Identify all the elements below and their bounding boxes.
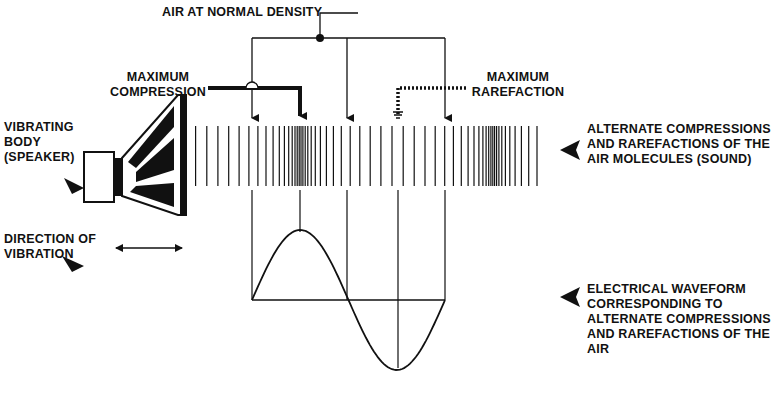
molecule-line	[299, 126, 300, 186]
sine-waveform	[252, 230, 445, 370]
compression-label: MAXIMUM COMPRESSION	[108, 70, 208, 100]
molecule-line	[482, 126, 483, 186]
molecule-line	[300, 126, 301, 186]
molecule-line	[496, 126, 497, 186]
molecule-line	[444, 126, 445, 186]
pointer-arrow	[64, 178, 84, 194]
waveform-label: ELECTRICAL WAVEFORM CORRESPONDING TO ALT…	[587, 282, 773, 357]
molecule-line	[380, 126, 381, 186]
molecule-line	[461, 126, 462, 186]
density-label: AIR AT NORMAL DENSITY	[162, 5, 362, 20]
molecule-line	[341, 126, 342, 186]
molecule-line	[536, 126, 537, 186]
speaker-symbol	[84, 95, 186, 215]
molecule-line	[509, 126, 510, 186]
molecule-line	[490, 126, 491, 186]
molecule-line	[453, 126, 454, 186]
molecule-line	[195, 126, 196, 186]
molecule-line	[528, 126, 529, 186]
molecule-line	[494, 126, 495, 186]
molecule-line	[488, 126, 489, 186]
molecule-line	[424, 126, 425, 186]
molecule-line	[320, 126, 321, 186]
molecule-line	[239, 126, 240, 186]
molecule-line	[273, 126, 274, 186]
molecule-line	[279, 126, 280, 186]
molecule-line	[370, 126, 371, 186]
molecule-line	[435, 126, 436, 186]
molecule-line	[492, 126, 493, 186]
pointer-arrow	[560, 140, 580, 160]
molecule-line	[297, 126, 298, 186]
molecule-line	[206, 126, 207, 186]
vibration-arrow	[116, 247, 182, 249]
molecule-line	[414, 126, 415, 186]
normal-density-leader	[252, 13, 445, 118]
molecule-line	[265, 126, 266, 186]
molecule-line	[311, 126, 312, 186]
molecule-line	[248, 126, 249, 186]
molecule-line	[326, 126, 327, 186]
molecule-line	[315, 126, 316, 186]
molecule-line	[501, 126, 502, 186]
molecule-line	[294, 126, 295, 186]
sound-label: ALTERNATE COMPRESSIONS AND RAREFACTIONS …	[587, 122, 773, 167]
molecule-line	[302, 126, 303, 186]
molecule-line	[473, 126, 474, 186]
rarefaction-leader	[393, 88, 466, 118]
molecule-line	[403, 126, 404, 186]
molecule-line	[505, 126, 506, 186]
molecule-line	[292, 126, 293, 186]
molecule-line	[514, 126, 515, 186]
molecule-line	[498, 126, 499, 186]
air-molecule-lines	[196, 126, 537, 186]
molecule-line	[478, 126, 479, 186]
compression-leader	[208, 82, 300, 116]
molecule-line	[305, 126, 306, 186]
molecule-line	[284, 126, 285, 186]
molecule-line	[217, 126, 218, 186]
molecule-line	[228, 126, 229, 186]
molecule-line	[350, 126, 351, 186]
rarefaction-label: MAXIMUM RAREFACTION	[468, 70, 568, 100]
molecule-line	[307, 126, 308, 186]
pointer-arrow	[560, 287, 580, 307]
phase-guides	[252, 190, 445, 368]
molecule-line	[521, 126, 522, 186]
molecule-line	[288, 126, 289, 186]
molecule-line	[391, 126, 392, 186]
speaker-label: VIBRATING BODY (SPEAKER)	[4, 120, 84, 165]
molecule-line	[359, 126, 360, 186]
vibration-label: DIRECTION OF VIBRATION	[4, 232, 100, 262]
molecule-line	[333, 126, 334, 186]
molecule-line	[468, 126, 469, 186]
molecule-line	[257, 126, 258, 186]
molecule-line	[486, 126, 487, 186]
junction-dot	[316, 34, 324, 42]
